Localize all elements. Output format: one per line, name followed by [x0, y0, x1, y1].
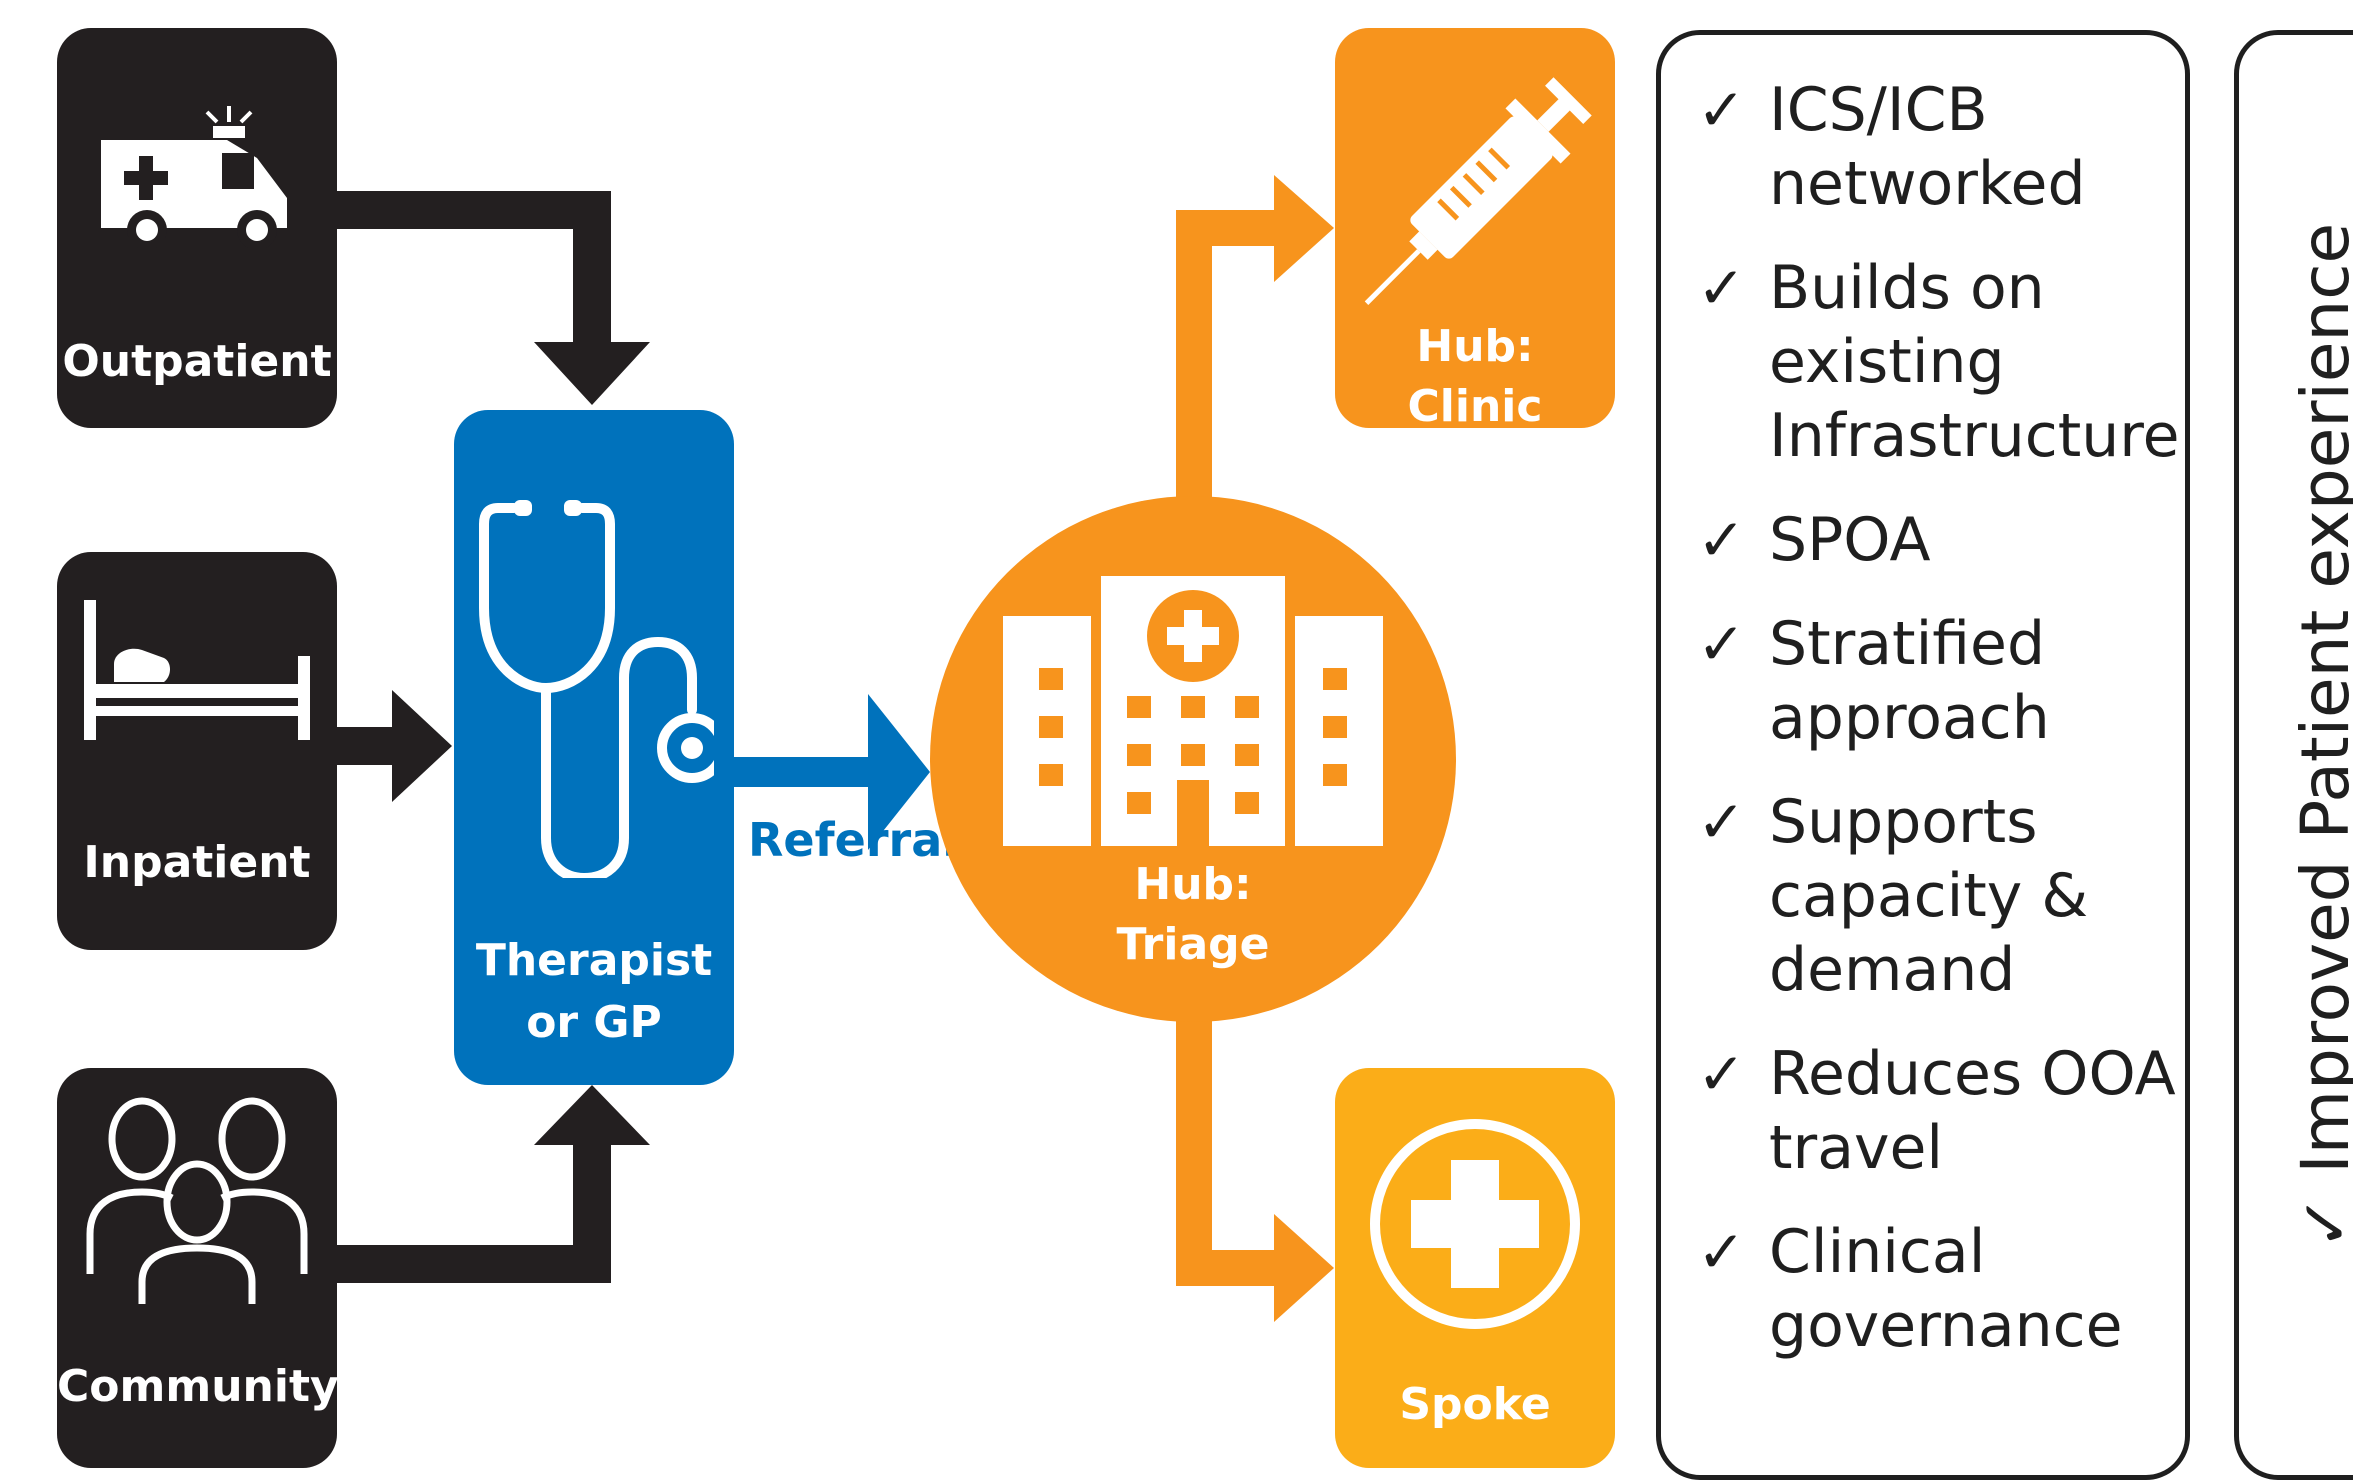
benefit-item: ✓ ICS/ICB networked [1661, 73, 2189, 221]
outpatient-box: Outpatient [57, 28, 337, 428]
check-icon: ✓ [1697, 76, 1746, 144]
arrowhead-spoke [1274, 1214, 1334, 1322]
arrow-outpatient-to-therapist [330, 191, 611, 342]
benefit-item: ✓ Supports capacity & demand [1661, 785, 2189, 1007]
benefit-text: Builds on existing Infrastructure [1769, 253, 2180, 471]
benefit-item: ✓ Clinical governance [1661, 1215, 2189, 1363]
benefits-panel: ✓ ICS/ICB networked ✓ Builds on existing… [1656, 30, 2190, 1480]
outcome-text-block: ✓ Improved Patient experience [2286, 223, 2353, 1250]
arrowhead-clinic [1274, 175, 1334, 282]
check-icon: ✓ [1697, 506, 1746, 574]
benefit-item: ✓ Builds on existing Infrastructure [1661, 251, 2189, 473]
arrowhead-referral [868, 694, 930, 850]
arrow-community-to-therapist [330, 1145, 611, 1283]
inpatient-box: Inpatient [57, 552, 337, 950]
benefit-item: ✓ SPOA [1661, 503, 2189, 577]
referral-label: Referral [748, 813, 959, 867]
check-icon: ✓ [1697, 254, 1746, 322]
hub-clinic-box: Hub: Clinic [1335, 28, 1615, 432]
benefit-text: Supports capacity & demand [1769, 787, 2089, 1005]
arrow-triage-to-spoke [1176, 1010, 1274, 1286]
hub-triage-label-line1: Hub: [1134, 859, 1252, 910]
spoke-box: Spoke [1335, 1068, 1615, 1468]
ambulance-icon [101, 106, 287, 248]
spoke-label: Spoke [1399, 1379, 1551, 1430]
medical-cross-icon [1370, 1119, 1580, 1329]
arrow-triage-to-clinic [1176, 210, 1274, 500]
hospital-icon [1003, 576, 1383, 846]
arrowhead-community [534, 1085, 650, 1145]
benefit-text: Reduces OOA travel [1769, 1039, 2176, 1183]
benefit-text: Clinical governance [1769, 1217, 2123, 1361]
inpatient-label: Inpatient [83, 837, 311, 888]
benefit-text: SPOA [1769, 505, 1931, 575]
benefit-item: ✓ Stratified approach [1661, 607, 2189, 755]
hub-clinic-label-line1: Hub: [1416, 321, 1534, 372]
benefit-item: ✓ Reduces OOA travel [1661, 1037, 2189, 1185]
people-group-icon [86, 1097, 308, 1304]
check-icon: ✓ [1697, 1040, 1746, 1108]
therapist-gp-box: Therapist or GP [454, 410, 734, 1085]
therapist-label-line2: or GP [526, 997, 662, 1048]
stethoscope-icon [479, 500, 714, 878]
therapist-label-line1: Therapist [475, 935, 713, 986]
hub-triage-label-line2: Triage [1116, 919, 1270, 970]
bed-icon [84, 600, 310, 740]
hub-triage-circle: Hub: Triage [930, 496, 1456, 1022]
check-icon: ✓ [2287, 1195, 2353, 1250]
syringe-icon [1364, 77, 1592, 305]
hub-clinic-label-line2: Clinic [1407, 381, 1543, 432]
community-label: Community [57, 1361, 339, 1412]
benefit-text: ICS/ICB networked [1769, 75, 2086, 219]
outpatient-label: Outpatient [62, 336, 332, 387]
benefits-list: ✓ ICS/ICB networked ✓ Builds on existing… [1661, 73, 2189, 1393]
arrowhead-outpatient [534, 342, 650, 405]
community-box: Community [57, 1068, 339, 1468]
check-icon: ✓ [1697, 1218, 1746, 1286]
arrowhead-inpatient [392, 690, 452, 802]
check-icon: ✓ [1697, 610, 1746, 678]
check-icon: ✓ [1697, 788, 1746, 856]
benefit-text: Stratified approach [1769, 609, 2050, 753]
outcome-label: Improved Patient experience [2287, 222, 2353, 1174]
